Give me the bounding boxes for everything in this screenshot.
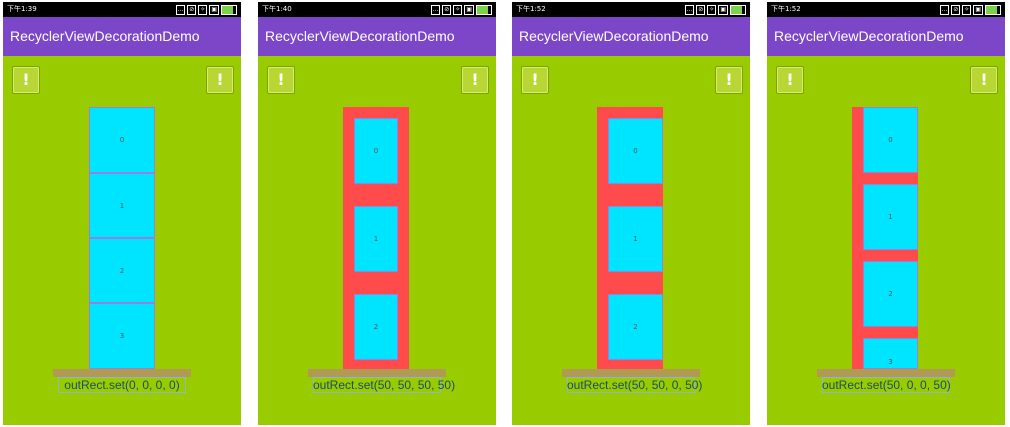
do-not-disturb-icon: ⊘ (442, 5, 452, 15)
wifi-icon: ✧ (962, 5, 972, 15)
battery-icon (730, 5, 746, 15)
notification-more-icon: ... (175, 5, 186, 15)
notification-more-icon: ... (939, 5, 950, 15)
list-item[interactable]: 1 (89, 173, 155, 238)
status-icons: ... ⊘ ✧ ▣ (684, 5, 746, 15)
list-bottom-bar (53, 369, 191, 377)
do-not-disturb-icon: ⊘ (187, 5, 197, 15)
alert-button-left[interactable]: ! (267, 66, 295, 94)
sim-icon: ▣ (464, 5, 474, 15)
recycler-view[interactable]: 0 1 2 (597, 107, 663, 369)
list-item[interactable]: 3 (89, 303, 155, 369)
notification-more-icon: ... (684, 5, 695, 15)
outrect-caption: outRect.set(50, 50, 50, 50) (313, 378, 456, 392)
status-icons: ... ⊘ ✧ ▣ (430, 5, 492, 15)
list-item[interactable]: 1 (608, 206, 663, 272)
app-bar: RecyclerViewDecorationDemo (3, 17, 241, 56)
phone-screen-4: 下午1:52 ... ⊘ ✧ ▣ RecyclerViewDecorationD… (767, 2, 1005, 425)
list-item[interactable]: 0 (89, 107, 155, 173)
alert-button-right[interactable]: ! (715, 66, 743, 94)
battery-icon (221, 5, 237, 15)
outrect-caption: outRect.set(50, 0, 0, 50) (822, 378, 951, 392)
status-time: 下午1:40 (262, 5, 292, 13)
status-time: 下午1:52 (771, 5, 801, 13)
alert-button-left[interactable]: ! (521, 66, 549, 94)
status-icons: ... ⊘ ✧ ▣ (939, 5, 1001, 15)
list-item[interactable]: 2 (354, 294, 398, 360)
alert-button-left[interactable]: ! (776, 66, 804, 94)
sim-icon: ▣ (973, 5, 983, 15)
list-bottom-bar (308, 369, 446, 377)
phone-screen-1: 下午1:39 ... ⊘ ✧ ▣ RecyclerViewDecorationD… (3, 2, 241, 425)
alert-button-right[interactable]: ! (970, 66, 998, 94)
notification-more-icon: ... (430, 5, 441, 15)
status-icons: ... ⊘ ✧ ▣ (175, 5, 237, 15)
status-bar: 下午1:40 ... ⊘ ✧ ▣ (258, 2, 496, 17)
app-title: RecyclerViewDecorationDemo (265, 28, 455, 44)
app-bar: RecyclerViewDecorationDemo (767, 17, 1005, 56)
phone-screen-2: 下午1:40 ... ⊘ ✧ ▣ RecyclerViewDecorationD… (258, 2, 496, 425)
app-bar: RecyclerViewDecorationDemo (512, 17, 750, 56)
battery-icon (476, 5, 492, 15)
recycler-view[interactable]: 0 1 2 (343, 107, 409, 369)
list-item[interactable]: 3 (863, 338, 918, 369)
app-title: RecyclerViewDecorationDemo (519, 28, 709, 44)
status-bar: 下午1:52 ... ⊘ ✧ ▣ (767, 2, 1005, 17)
list-item[interactable]: 0 (354, 118, 398, 184)
app-title: RecyclerViewDecorationDemo (10, 28, 200, 44)
list-bottom-bar (562, 369, 700, 377)
recycler-view[interactable]: 0 1 2 3 (852, 107, 918, 369)
outrect-caption: outRect.set(0, 0, 0, 0) (58, 377, 186, 393)
status-bar: 下午1:39 ... ⊘ ✧ ▣ (3, 2, 241, 17)
list-item[interactable]: 1 (863, 184, 918, 250)
phone-screen-3: 下午1:52 ... ⊘ ✧ ▣ RecyclerViewDecorationD… (512, 2, 750, 425)
recycler-view[interactable]: 0 1 2 3 (89, 107, 155, 369)
sim-icon: ▣ (718, 5, 728, 15)
alert-button-left[interactable]: ! (12, 66, 40, 94)
sim-icon: ▣ (209, 5, 219, 15)
wifi-icon: ✧ (198, 5, 208, 15)
list-item[interactable]: 0 (863, 107, 918, 173)
list-item[interactable]: 2 (608, 294, 663, 360)
app-bar: RecyclerViewDecorationDemo (258, 17, 496, 56)
alert-button-right[interactable]: ! (206, 66, 234, 94)
do-not-disturb-icon: ⊘ (696, 5, 706, 15)
alert-button-right[interactable]: ! (461, 66, 489, 94)
outrect-caption: outRect.set(50, 50, 0, 50) (567, 378, 703, 392)
wifi-icon: ✧ (453, 5, 463, 15)
list-item[interactable]: 2 (863, 261, 918, 327)
wifi-icon: ✧ (707, 5, 717, 15)
list-item[interactable]: 0 (608, 118, 663, 184)
status-bar: 下午1:52 ... ⊘ ✧ ▣ (512, 2, 750, 17)
app-title: RecyclerViewDecorationDemo (774, 28, 964, 44)
status-time: 下午1:52 (516, 5, 546, 13)
do-not-disturb-icon: ⊘ (951, 5, 961, 15)
status-time: 下午1:39 (7, 5, 37, 13)
list-item[interactable]: 1 (354, 206, 398, 272)
list-bottom-bar (817, 369, 955, 377)
battery-icon (985, 5, 1001, 15)
list-item[interactable]: 2 (89, 238, 155, 303)
